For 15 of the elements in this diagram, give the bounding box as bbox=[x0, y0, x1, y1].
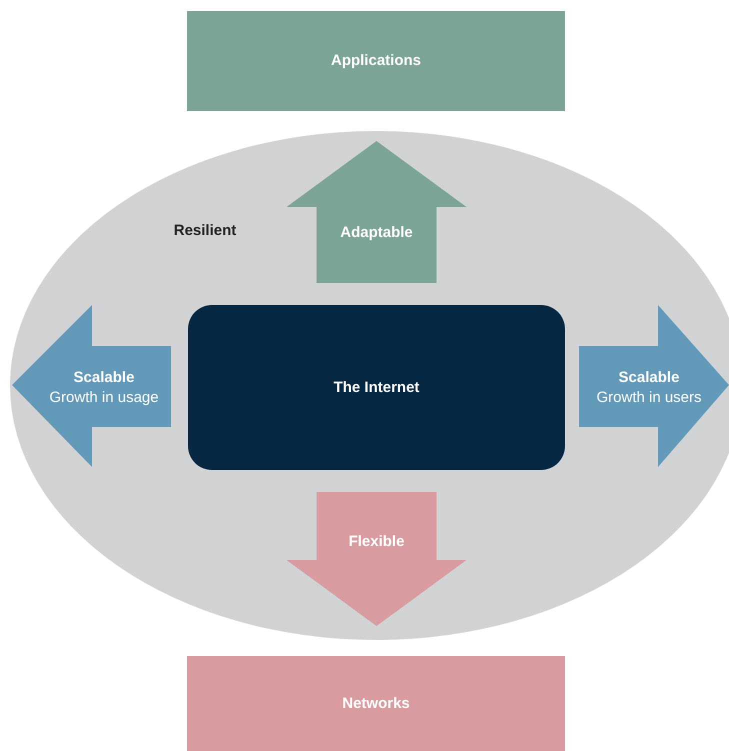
arrow-label: Flexible bbox=[348, 532, 404, 552]
layer-box bbox=[187, 11, 565, 111]
block-arrow bbox=[286, 141, 466, 283]
layer-box bbox=[187, 656, 565, 751]
ellipse-label: Resilient bbox=[174, 221, 236, 241]
arrow-label: Scalable bbox=[74, 368, 134, 388]
layer-box bbox=[188, 305, 565, 470]
box-label: Networks bbox=[342, 694, 410, 714]
box-label: The Internet bbox=[334, 378, 420, 398]
arrow-caption: Growth in users bbox=[596, 388, 702, 408]
arrow-label: Adaptable bbox=[340, 223, 413, 243]
box-label: Applications bbox=[330, 51, 421, 71]
arrow-label: Scalable bbox=[618, 368, 680, 388]
arrow-caption: Growth in usage bbox=[49, 388, 159, 408]
block-arrow bbox=[286, 492, 466, 626]
